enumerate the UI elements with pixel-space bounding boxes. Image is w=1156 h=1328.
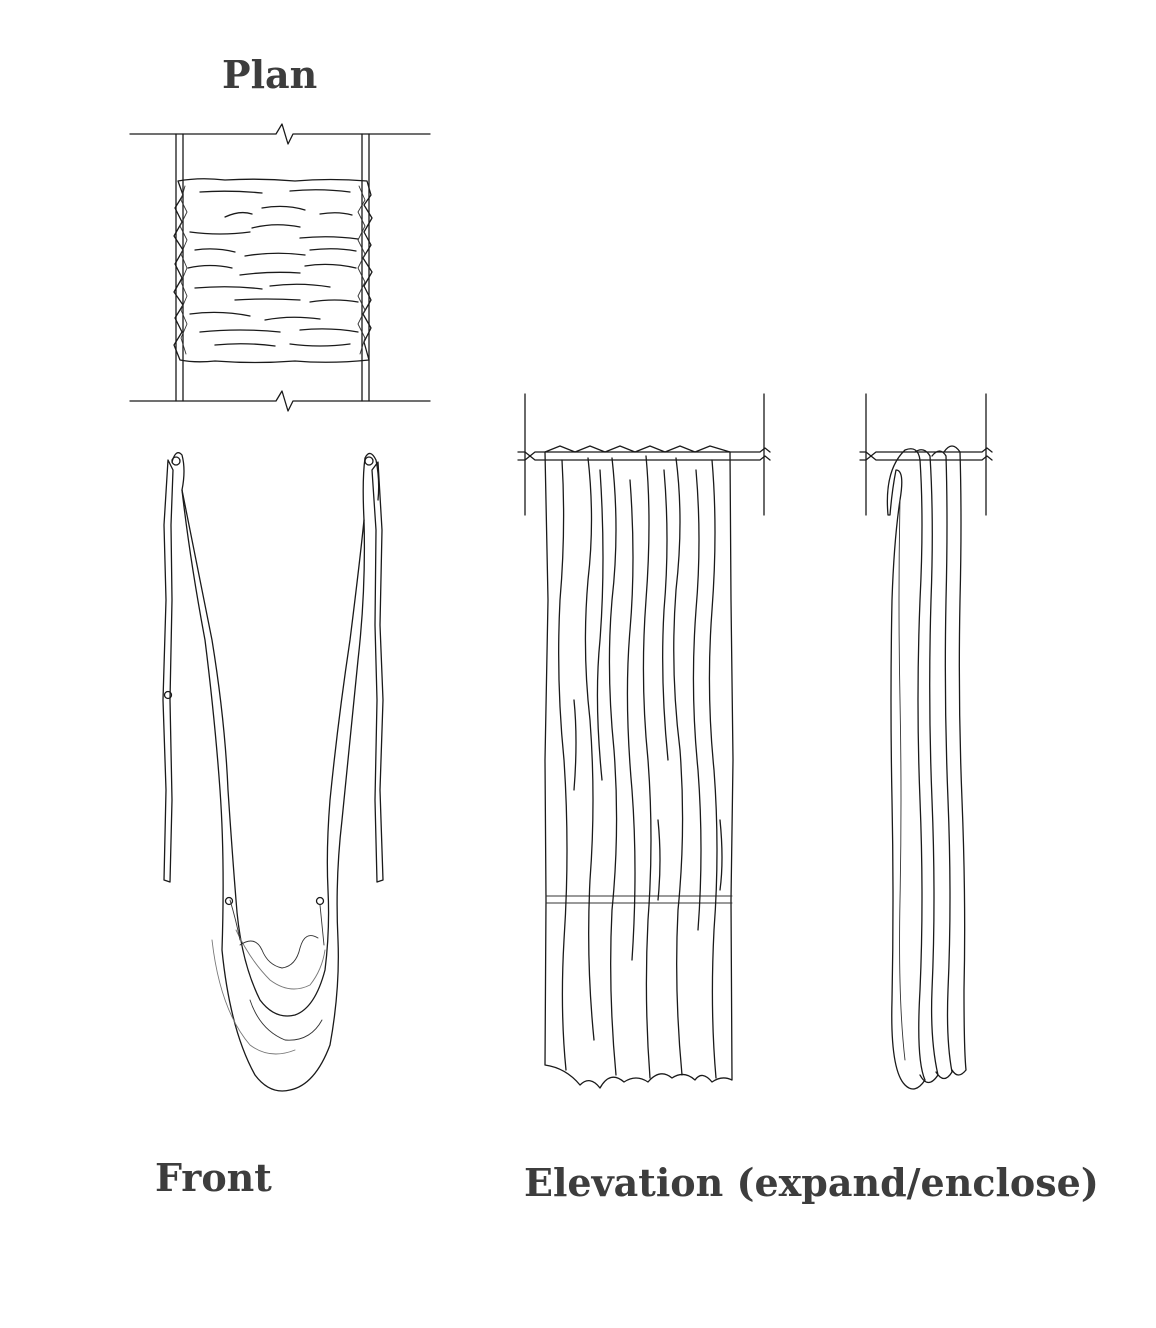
elevation-title: Elevation (expand/enclose) bbox=[524, 1160, 1099, 1205]
front-fold-6 bbox=[319, 904, 325, 946]
enclose-rod-top bbox=[859, 447, 993, 457]
front-title: Front bbox=[155, 1155, 272, 1200]
elevation-curtain-wrinkles bbox=[558, 455, 723, 1079]
front-bottom-left-ring bbox=[224, 896, 234, 906]
enclose-fold-4 bbox=[943, 445, 967, 1076]
elevation-expand-view bbox=[517, 393, 771, 1089]
enclose-fold-3 bbox=[931, 450, 953, 1080]
plan-title: Plan bbox=[222, 52, 318, 97]
plan-fabric-wrinkles bbox=[187, 189, 359, 347]
front-right-hang-strip bbox=[371, 461, 384, 883]
front-fold-5 bbox=[229, 899, 241, 941]
enclose-fold-inner bbox=[898, 499, 906, 1061]
enclose-rod-bottom bbox=[859, 455, 993, 461]
front-fold-1 bbox=[235, 929, 326, 990]
enclose-outer-fold bbox=[886, 448, 926, 1090]
front-sling-outer bbox=[171, 452, 380, 1092]
front-sling-inner bbox=[181, 489, 365, 1017]
enclose-fold-2 bbox=[914, 449, 939, 1084]
front-fold-4 bbox=[211, 939, 296, 1055]
front-view bbox=[162, 452, 384, 1092]
front-left-ring bbox=[163, 690, 173, 700]
elevation-enclose-view bbox=[859, 393, 993, 1090]
plan-view bbox=[129, 123, 431, 412]
plan-top-wall-line bbox=[129, 123, 431, 145]
plan-bottom-wall-line bbox=[129, 390, 431, 412]
front-right-hook bbox=[364, 456, 374, 466]
plan-fabric-panel bbox=[173, 178, 373, 364]
elevation-rod-top bbox=[517, 447, 771, 457]
elevation-curtain-outline bbox=[544, 445, 734, 1089]
elevation-rod-bottom bbox=[517, 455, 771, 461]
plan-ruffle-left bbox=[179, 185, 188, 355]
front-fold-2 bbox=[239, 935, 319, 969]
front-bottom-right-ring bbox=[315, 896, 325, 906]
front-left-hang-strip bbox=[162, 459, 174, 883]
plan-ruffle-right bbox=[357, 185, 366, 355]
front-fold-3 bbox=[249, 999, 323, 1041]
